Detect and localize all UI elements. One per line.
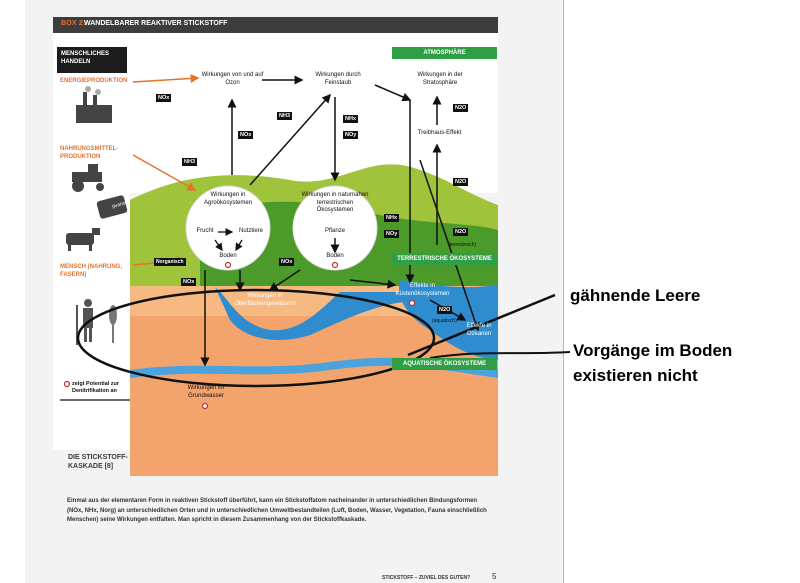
node-groundwater: Wirkungen im Grundwasser — [187, 385, 225, 399]
node-boden-natural: Boden — [326, 253, 344, 259]
chip-nox-1: NOx — [156, 94, 172, 102]
chip-n2o-4: N2O — [437, 306, 453, 314]
label-terrestrial-small: (terrestrisch) — [448, 242, 477, 248]
label-human: MENSCH (NAHRUNG, FASERN) — [60, 264, 122, 278]
chip-n2o-3: N2O — [453, 228, 469, 236]
node-boden-agro: Boden — [219, 253, 237, 259]
footer-text: STICKSTOFF – ZUVIEL DES GUTEN? — [382, 575, 471, 581]
kaskade-title: DIE STICKSTOFF- KASKADE [8] — [68, 454, 128, 470]
node-natural: Wirkungen in naturnahen terrestrischen Ö… — [301, 192, 369, 213]
label-food: NAHRUNGSMITTEL- PRODUKTION — [60, 146, 119, 160]
page-number: 5 — [492, 572, 497, 581]
fertilizer-bag-icon — [96, 195, 128, 219]
chip-nh3-1: NH3 — [277, 112, 293, 120]
label-aquatic: AQUATISCHE ÖKOSYSTEME — [392, 358, 497, 370]
node-frucht: Frucht — [196, 228, 214, 234]
chip-nh3-2: NH3 — [182, 158, 198, 166]
farmer-icon — [76, 299, 93, 345]
annotation-pointer-2 — [429, 351, 571, 359]
node-feinstaub: Wirkungen durch Feinstaub — [315, 72, 361, 86]
chip-noy-1: NOy — [343, 131, 359, 139]
node-pflanze: Pflanze — [324, 228, 345, 234]
annotation-soil-2: existieren nicht — [573, 366, 698, 385]
ocean-water — [399, 280, 498, 360]
node-surface-water: Wirkungen in Oberflächengewässern — [234, 293, 296, 307]
annotation-ellipse — [76, 288, 436, 388]
page-edge — [563, 0, 564, 583]
annotation-pointer-1 — [407, 293, 556, 357]
surface-water — [215, 287, 430, 340]
factory-icon — [76, 86, 112, 123]
agro-circle — [185, 185, 271, 271]
chip-no3-area: NOx — [279, 258, 295, 266]
sidebar-heading: MENSCHLICHES HANDELN — [57, 47, 127, 73]
annotation-soil-1: Vorgänge im Boden — [573, 341, 733, 360]
chip-noy-2: NOy — [384, 230, 400, 238]
label-atmosphere: ATMOSPHÄRE — [392, 47, 497, 59]
chip-nhx-2: NHx — [384, 214, 400, 222]
node-greenhouse: Treibhaus-Effekt — [417, 130, 462, 136]
node-oceans: Effekte in Ozeanen — [466, 323, 492, 337]
chip-n2o-1: N2O — [453, 104, 469, 112]
legend-denitrification: zeigt Potential zur Denitrifikation an — [72, 381, 120, 394]
node-agro: Wirkungen in Agroökosystemen — [203, 192, 253, 206]
box-label: BOX 2: — [61, 20, 86, 27]
chip-nox-3: NOx — [181, 278, 197, 286]
label-energy: ENERGIEPRODUKTION — [60, 78, 128, 84]
chip-nox-2: NOx — [238, 131, 254, 139]
natural-circle — [292, 185, 378, 271]
label-terrestrial: TERRESTRISCHE ÖKOSYSTEME — [392, 253, 497, 265]
label-aquatic-small: (aquatisch) — [432, 318, 457, 324]
cow-icon — [66, 228, 100, 251]
node-coastal: Effekte in Küstenökosystemen — [395, 283, 450, 297]
node-ozon: Wirkungen von und auf Ozon — [201, 72, 264, 86]
box-header — [53, 17, 498, 33]
chip-norganisch: Norganisch — [154, 258, 186, 266]
node-nutztiere: Nutztiere — [238, 228, 263, 234]
chip-nhx-1: NHx — [343, 115, 359, 123]
box-title: WANDELBARER REAKTIVER STICKSTOFF — [84, 20, 228, 27]
chip-n2o-2: N2O — [453, 178, 469, 186]
tractor-icon — [72, 164, 104, 192]
caption-text: Einmal aus der elementaren Form in reakt… — [67, 498, 487, 523]
annotation-empty: gähnende Leere — [570, 286, 701, 305]
node-stratosphere: Wirkungen in der Stratosphäre — [417, 72, 463, 86]
